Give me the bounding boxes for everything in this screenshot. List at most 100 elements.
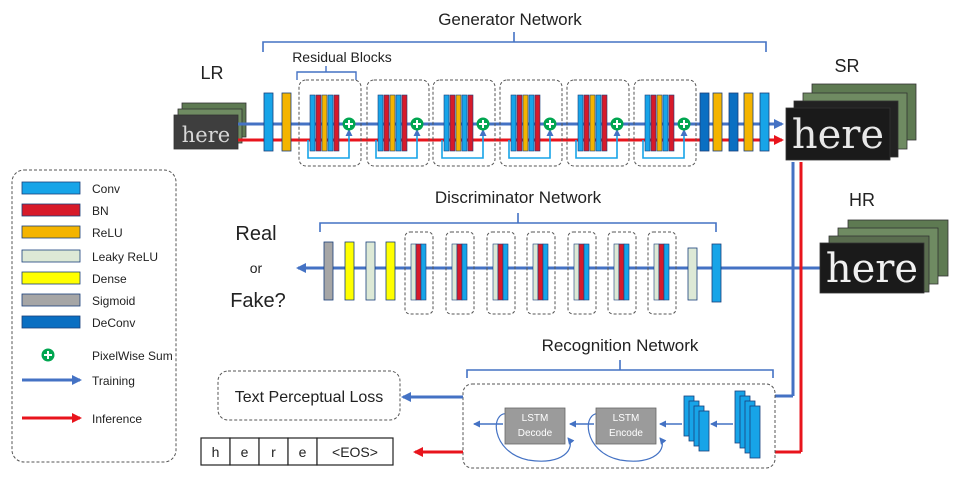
lr-image-word: here <box>182 123 230 147</box>
leaky-relu-layer <box>492 243 499 301</box>
legend-item: Conv <box>21 181 120 196</box>
discriminator-head-layers <box>323 241 396 301</box>
relu-layer <box>712 92 723 152</box>
conv-layer <box>759 92 770 152</box>
conv-layer <box>583 243 590 301</box>
relu-layer <box>743 92 754 152</box>
conv-layer <box>395 94 402 152</box>
pixelwise-sum-icon <box>677 117 691 131</box>
leaky-relu-layer <box>365 241 376 301</box>
legend-label: Inference <box>92 412 142 426</box>
pixelwise-sum-icon <box>476 117 490 131</box>
legend-item: PixelWise Sum <box>41 348 173 363</box>
discriminator-block <box>567 231 597 315</box>
leaky-relu-layer <box>410 243 417 301</box>
relu-layer <box>389 94 396 152</box>
conv-swatch <box>21 181 81 195</box>
legend-label: PixelWise Sum <box>92 349 173 363</box>
pixelwise-sum-icon <box>543 117 557 131</box>
conv-layer <box>420 243 427 301</box>
decision-real: Real <box>235 223 276 245</box>
output-token-text: e <box>299 444 307 460</box>
pixelwise-sum-icon <box>41 348 55 362</box>
lstm-decode-box <box>504 407 566 445</box>
bn-layer <box>668 94 675 152</box>
lstm-decode-line1: LSTM <box>522 413 549 424</box>
bn-layer <box>658 243 665 301</box>
discriminator-block <box>526 231 556 315</box>
legend-item: Leaky ReLU <box>21 249 158 264</box>
discriminator-bracket <box>319 213 717 232</box>
bn-layer <box>578 243 585 301</box>
sigmoid-swatch <box>21 293 81 307</box>
bn-layer <box>333 94 340 152</box>
conv-layer <box>663 243 670 301</box>
residual-block <box>298 79 362 167</box>
bn-layer <box>497 243 504 301</box>
lstm-encode-box <box>595 407 657 445</box>
relu-layer <box>656 94 663 152</box>
discriminator-block <box>445 231 475 315</box>
pixelwise-sum-icon <box>610 117 624 131</box>
legend-label: Leaky ReLU <box>92 250 158 264</box>
leaky-relu-swatch <box>21 249 81 263</box>
legend-label: Training <box>92 374 135 388</box>
lstm-encode-line1: LSTM <box>613 413 640 424</box>
conv-layer <box>662 94 669 152</box>
bn-layer <box>456 243 463 301</box>
deconv-swatch <box>21 315 81 329</box>
bn-layer <box>315 94 322 152</box>
deconv-layer <box>699 92 710 152</box>
leaky-relu-layer <box>532 243 539 301</box>
bn-layer <box>449 94 456 152</box>
dense-swatch <box>21 271 81 285</box>
sr-image-stack: here <box>785 83 917 161</box>
conv-layer <box>577 94 584 152</box>
output-token: e <box>287 437 318 466</box>
output-token-text: e <box>241 444 249 460</box>
recognition-title: Recognition Network <box>542 336 699 355</box>
legend-label: ReLU <box>92 226 123 240</box>
relu-layer <box>522 94 529 152</box>
hr-image-stack: here <box>819 219 949 294</box>
bn-layer <box>401 94 408 152</box>
legend-label: Dense <box>92 272 127 286</box>
conv-layer <box>461 94 468 152</box>
residual-block <box>566 79 630 167</box>
pixelwise-sum-icon <box>410 117 424 131</box>
hr-image-word: here <box>826 246 918 292</box>
relu-layer <box>321 94 328 152</box>
residual-block <box>633 79 697 167</box>
conv-layer <box>309 94 316 152</box>
sigmoid-layer <box>323 241 334 301</box>
sr-image-word: here <box>792 112 884 158</box>
lr-label: LR <box>200 63 223 83</box>
discriminator-blocks <box>404 231 677 315</box>
generator-title: Generator Network <box>438 10 582 29</box>
conv-layer <box>510 94 517 152</box>
bn-layer <box>601 94 608 152</box>
residual-blocks-title: Residual Blocks <box>292 49 392 65</box>
bn-layer <box>516 94 523 152</box>
deconv-layer <box>728 92 739 152</box>
leaky-relu-layer <box>613 243 620 301</box>
conv-layer <box>644 94 651 152</box>
discriminator-block <box>647 231 677 315</box>
legend-label: DeConv <box>92 316 135 330</box>
recognition-bracket <box>466 360 774 378</box>
output-token: r <box>258 437 289 466</box>
text-perceptual-loss-box <box>217 370 401 421</box>
bn-layer <box>534 94 541 152</box>
conv-layer <box>595 94 602 152</box>
sr-label: SR <box>834 56 859 76</box>
dense-layer <box>385 241 396 301</box>
bn-layer <box>537 243 544 301</box>
output-token: e <box>229 437 260 466</box>
legend-label: BN <box>92 204 109 218</box>
bn-layer <box>618 243 625 301</box>
discriminator-block <box>486 231 516 315</box>
legend-item: Sigmoid <box>21 293 135 308</box>
residual-block <box>432 79 496 167</box>
